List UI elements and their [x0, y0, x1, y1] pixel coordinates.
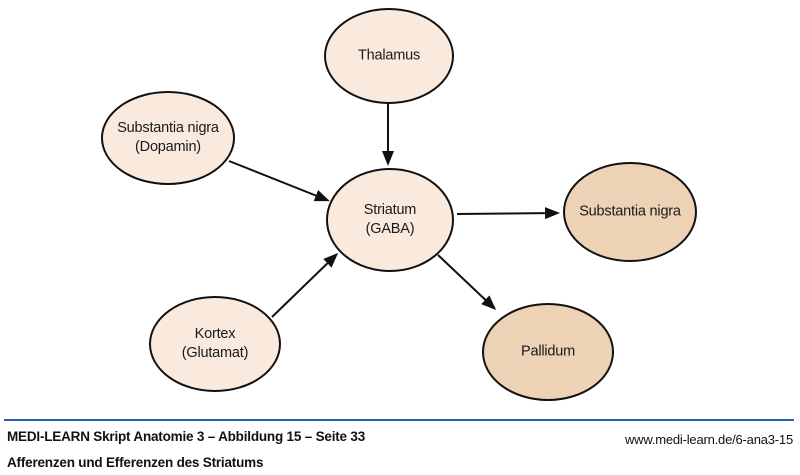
- figure-caption-line1: MEDI-LEARN Skript Anatomie 3 – Abbildung…: [7, 429, 366, 444]
- node-substantia-nigra-efferent-label: Substantia nigra: [579, 203, 681, 220]
- node-kortex-label: Kortex (Glutamat): [181, 326, 249, 361]
- node-striatum-ellipse: [326, 168, 454, 272]
- arrow-substantia-nigra-to-striatum: [228, 160, 330, 202]
- arrow-kortex-to-striatum: [271, 252, 339, 318]
- arrow-striatum-to-pallidum: [437, 254, 497, 311]
- node-substantia-nigra-afferent-ellipse: [101, 91, 235, 185]
- node-thalamus-ellipse: [324, 8, 454, 104]
- node-substantia-nigra-afferent-label: Substantia nigra (Dopamin): [117, 120, 219, 155]
- node-thalamus-label: Thalamus: [357, 47, 421, 64]
- node-kortex-ellipse: [149, 296, 281, 392]
- node-substantia-nigra-efferent-ellipse: [563, 162, 697, 262]
- node-striatum-label: Striatum (GABA): [363, 202, 417, 237]
- source-url: www.medi-learn.de/6-ana3-15: [624, 432, 793, 447]
- node-pallidum-label: Pallidum: [520, 343, 575, 360]
- footer-divider-rule: [4, 419, 794, 421]
- figure-caption-line2: Afferenzen und Efferenzen des Striatums: [7, 455, 264, 470]
- node-pallidum-ellipse: [482, 303, 614, 401]
- diagram-svg: [101, 8, 697, 401]
- arrow-striatum-to-substantia-nigra: [456, 207, 560, 220]
